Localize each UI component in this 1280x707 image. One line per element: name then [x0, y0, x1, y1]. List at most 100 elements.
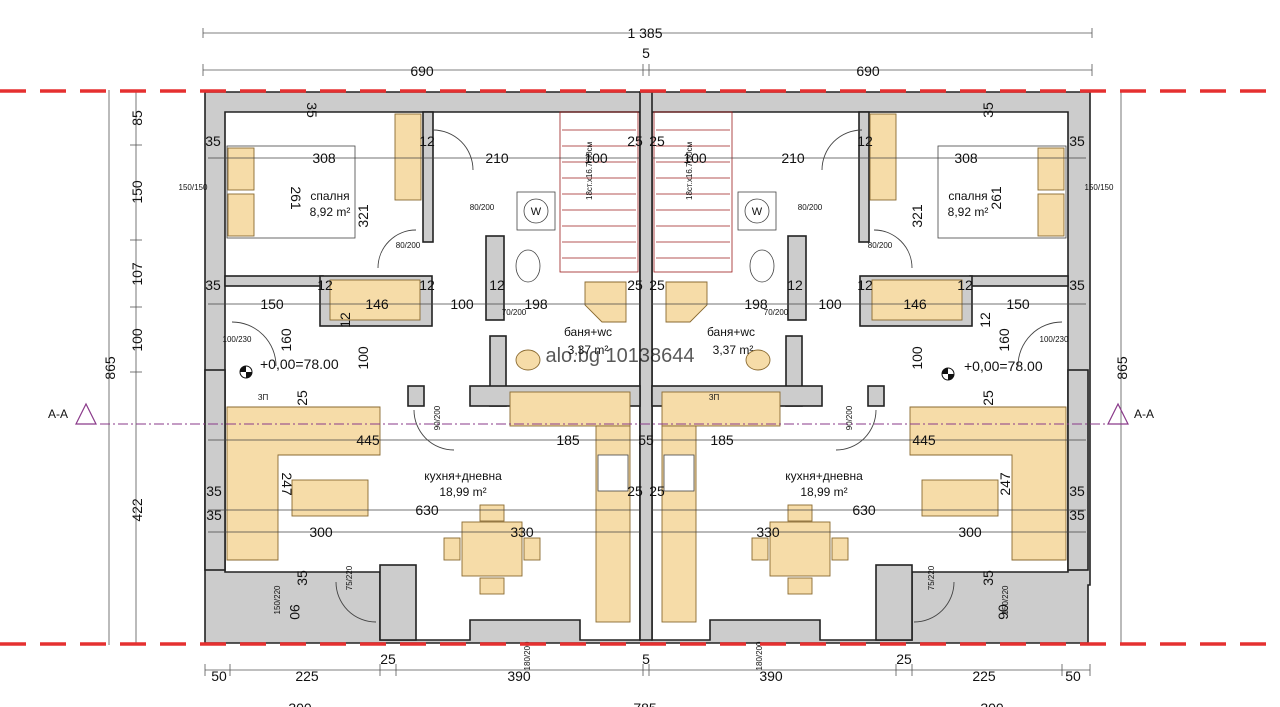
door-swing-bedroom-right [821, 129, 863, 171]
dim-12-e-right: 12 [977, 312, 993, 328]
label-door-bath-left: 70/200 [502, 308, 527, 317]
chair-left-east [523, 537, 541, 561]
opening-labels: 150/150 150/150 80/200 80/200 80/200 80/… [179, 183, 1114, 670]
stove-left [597, 454, 629, 492]
pillow-right-1 [1037, 147, 1065, 191]
sofa-right [909, 406, 1067, 561]
sink-right [745, 349, 771, 371]
dim-total-width: 1 385 [627, 25, 662, 41]
label-door-terrace-left: 75/220 [345, 565, 354, 590]
door-swing-kitchen-left [413, 409, 455, 451]
dim-100-living-right: 100 [909, 346, 925, 370]
section-label-right: А-А [1134, 407, 1154, 421]
dim-321-right: 321 [909, 204, 925, 228]
label-door-kitchen-right: 90/200 [845, 405, 854, 430]
dim-35-e-right: 35 [980, 570, 996, 586]
label-door-hall-left: 80/200 [396, 241, 421, 250]
dim-210: 210 [485, 150, 509, 166]
dim-half-width-left: 690 [410, 63, 434, 79]
dining-table-right [769, 521, 831, 577]
side-dimensions: 865 865 85 150 107 100 422 [102, 90, 1130, 645]
room-area-bath-right: 3,37 m² [713, 343, 754, 357]
level-mark-fill-right [942, 368, 954, 380]
dim-100-stairs-right: 100 [683, 150, 707, 166]
door-swing-terrace-left [335, 581, 377, 623]
dim-bedroom-width: 308 [312, 150, 336, 166]
wall-hall-stub-right [867, 385, 885, 407]
section-label-left: А-А [48, 407, 68, 421]
doors [231, 129, 1063, 623]
dim-12-b-right: 12 [957, 277, 973, 293]
dim-depth-seg-4: 100 [129, 328, 145, 352]
dim-25-c-right: 25 [649, 483, 665, 499]
dim-bottom-3: 25 [380, 651, 396, 667]
dim-depth-seg-1: 85 [129, 110, 145, 126]
interior-dims-right: 35 308 261 321 12 210 100 25 35 150 146 … [649, 102, 1085, 620]
wall-bath-west [485, 235, 505, 321]
top-dimensions: 1 385 5 690 690 [202, 25, 1093, 79]
label-door-kitchen-left: 90/200 [433, 405, 442, 430]
interior-dims-left: 35 308 261 321 12 210 100 25 35 150 146 … [205, 102, 654, 620]
room-area-bedroom-right: 8,92 m² [948, 205, 989, 219]
stairs: 18ст.х16.7/30см 18ст.х16.7/30см [559, 111, 733, 273]
room-area-living-left: 18,99 m² [439, 485, 486, 499]
dim-146: 146 [365, 296, 389, 312]
dim-12-e: 12 [337, 312, 353, 328]
toilet-right [749, 249, 775, 283]
label-door-hall-right: 80/200 [868, 241, 893, 250]
wall-hall-stub [407, 385, 425, 407]
washer-drum-left [523, 198, 549, 224]
door-swing-bedroom-left [432, 129, 474, 171]
chair-right-bottom [787, 577, 813, 595]
dim-90-left: 90 [287, 604, 303, 620]
dim-35-c: 35 [206, 483, 222, 499]
label-door-entry-left: 100/230 [223, 335, 252, 344]
washer-label-left: W [531, 206, 542, 218]
chair-right-east [831, 537, 849, 561]
stair-steps-left [562, 129, 636, 259]
wardrobe-bedroom-left [394, 113, 422, 201]
plot-boundaries [0, 89, 1280, 646]
dim-bottom-7: 25 [896, 651, 912, 667]
section-line: А-А А-А [48, 402, 1154, 425]
dim-25-a: 25 [627, 133, 643, 149]
dim-198-right: 198 [744, 296, 768, 312]
dim-198: 198 [524, 296, 548, 312]
coffee-table-right [921, 479, 999, 517]
dim-300-right: 300 [958, 524, 982, 540]
dim-185-right: 185 [710, 432, 734, 448]
stair-steps-right [656, 129, 730, 259]
room-labels: спалня 8,92 m² спалня 8,92 m² баня+wc 3,… [258, 189, 989, 499]
pillow-left-2 [227, 193, 255, 237]
dim-210-right: 210 [781, 150, 805, 166]
dim-half-width-right: 690 [856, 63, 880, 79]
dim-depth-right: 865 [1114, 356, 1130, 380]
room-name-living-left: кухня+дневна [424, 469, 502, 483]
wall-living-east-right [1067, 369, 1089, 571]
label-door-entry-right: 100/230 [1040, 335, 1069, 344]
dim-depth-left: 865 [102, 356, 118, 380]
dim-bedroom-depth-right: 261 [988, 186, 1004, 210]
door-swing-terrace-right [913, 581, 955, 623]
door-swing-hall-right [873, 229, 913, 269]
washer-drum-right [744, 198, 770, 224]
dim-party-wall-top: 5 [642, 45, 650, 61]
wall-living-west [204, 369, 226, 571]
dim-445-right: 445 [912, 432, 936, 448]
stair-left-frame [559, 111, 639, 273]
dim-330-right: 330 [756, 524, 780, 540]
dim-12-b: 12 [317, 277, 333, 293]
sofa-left [226, 406, 381, 561]
label-window-big-left: 180/200 [523, 641, 532, 670]
door-swing-hall-left [377, 229, 417, 269]
dim-25-b-right: 25 [649, 277, 665, 293]
wall-living-stub [379, 564, 417, 641]
wardrobe-hall-right [871, 279, 963, 321]
dim-35-d-right: 35 [1069, 507, 1085, 523]
wall-bedroom-south-right [969, 275, 1069, 287]
dim-35-e: 35 [294, 570, 310, 586]
dim-35-b-right: 35 [1069, 277, 1085, 293]
shower-left [584, 281, 627, 323]
interior-dim-lines [208, 157, 1086, 533]
dim-100-hall: 100 [450, 296, 474, 312]
